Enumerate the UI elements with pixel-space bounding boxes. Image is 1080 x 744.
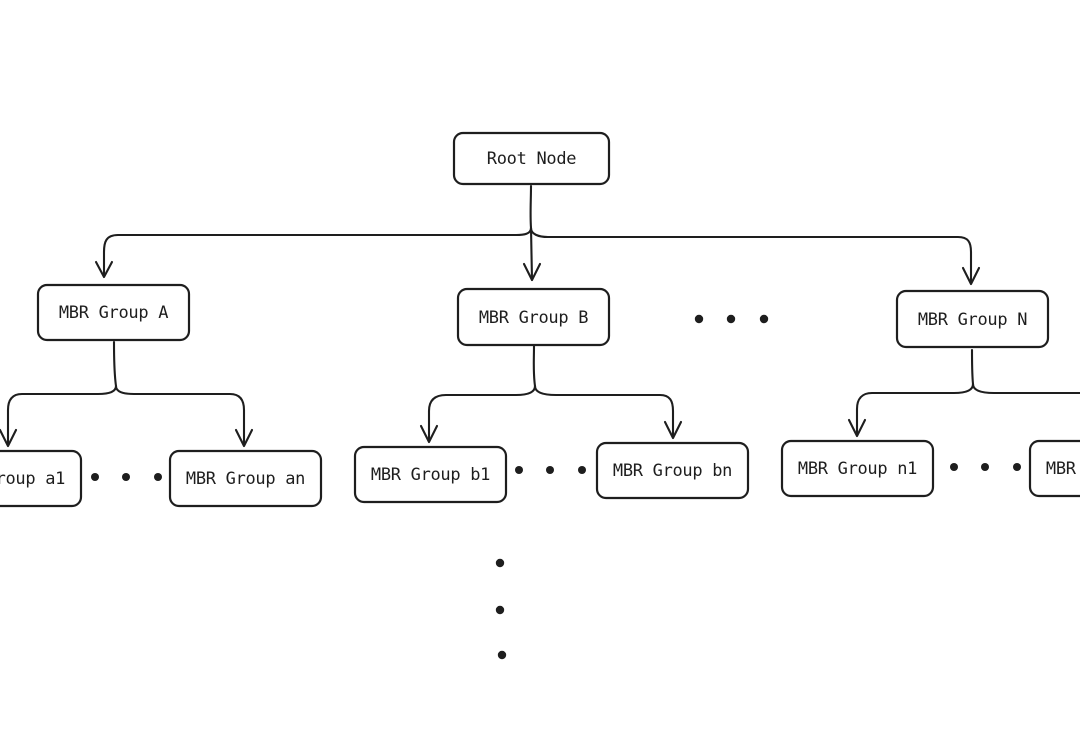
arrowhead-an bbox=[234, 428, 254, 448]
edge-group-b-to-b1 bbox=[427, 384, 537, 442]
mbr-group-an-label: MBR Group an bbox=[186, 469, 305, 489]
group-b-edges bbox=[419, 344, 683, 444]
mbr-group-b-label: MBR Group B bbox=[479, 308, 588, 328]
root-node[interactable]: Root Node bbox=[452, 131, 611, 186]
mbr-group-a1-node[interactable]: MBR Group a1 bbox=[0, 449, 83, 508]
arrowhead-b1 bbox=[419, 424, 439, 444]
edge-root-to-group-n bbox=[529, 226, 973, 285]
arrowhead-group-b bbox=[522, 262, 542, 282]
ellipsis-between-a1-and-an bbox=[91, 473, 162, 481]
arrowhead-bn bbox=[663, 420, 683, 440]
group-a-edges bbox=[0, 340, 254, 448]
group-n-edges bbox=[847, 348, 1080, 438]
arrowhead-group-n bbox=[961, 266, 981, 286]
edge-group-b-to-bn bbox=[533, 384, 675, 438]
arrowhead-a1 bbox=[0, 428, 18, 448]
mbr-group-n-label: MBR Group N bbox=[918, 310, 1027, 330]
edge-root-to-group-a bbox=[102, 226, 533, 278]
edge-root-to-group-b bbox=[529, 226, 534, 282]
mbr-group-n1-label: MBR Group n1 bbox=[798, 459, 917, 479]
arrowhead-n1 bbox=[847, 418, 867, 438]
ellipsis-between-b1-and-bn bbox=[515, 466, 586, 474]
mbr-group-bn-node[interactable]: MBR Group bn bbox=[595, 441, 750, 500]
mbr-group-an-node[interactable]: MBR Group an bbox=[168, 449, 323, 508]
edge-group-a-to-a1 bbox=[6, 384, 118, 446]
ellipsis-vertical-deeper-levels bbox=[495, 558, 507, 660]
mbr-group-nn-label: MBR Group nn bbox=[1046, 459, 1080, 479]
edge-group-n-to-nn bbox=[971, 382, 1080, 395]
mbr-group-b1-label: MBR Group b1 bbox=[371, 465, 490, 485]
edge-group-a-trunk bbox=[112, 340, 118, 388]
mbr-group-b1-node[interactable]: MBR Group b1 bbox=[353, 445, 508, 504]
mbr-group-a1-label: MBR Group a1 bbox=[0, 469, 65, 489]
mbr-group-bn-label: MBR Group bn bbox=[613, 461, 732, 481]
ellipsis-between-b-and-n bbox=[694, 314, 769, 324]
arrowhead-group-a bbox=[94, 260, 114, 279]
edge-group-n-to-n1 bbox=[855, 382, 975, 436]
mbr-group-n-node[interactable]: MBR Group N bbox=[895, 289, 1050, 349]
mbr-group-a-label: MBR Group A bbox=[59, 303, 168, 323]
root-edges bbox=[94, 184, 981, 286]
mbr-group-b-node[interactable]: MBR Group B bbox=[456, 287, 611, 347]
mbr-group-n1-node[interactable]: MBR Group n1 bbox=[780, 439, 935, 498]
edge-group-a-to-an bbox=[114, 384, 246, 446]
root-node-label: Root Node bbox=[487, 149, 576, 169]
mbr-group-nn-node[interactable]: MBR Group nn bbox=[1028, 439, 1080, 498]
mbr-group-a-node[interactable]: MBR Group A bbox=[36, 283, 191, 342]
edge-group-b-trunk bbox=[532, 344, 537, 388]
ellipsis-between-n1-and-nn bbox=[950, 463, 1021, 471]
edge-group-n-trunk bbox=[970, 348, 975, 386]
